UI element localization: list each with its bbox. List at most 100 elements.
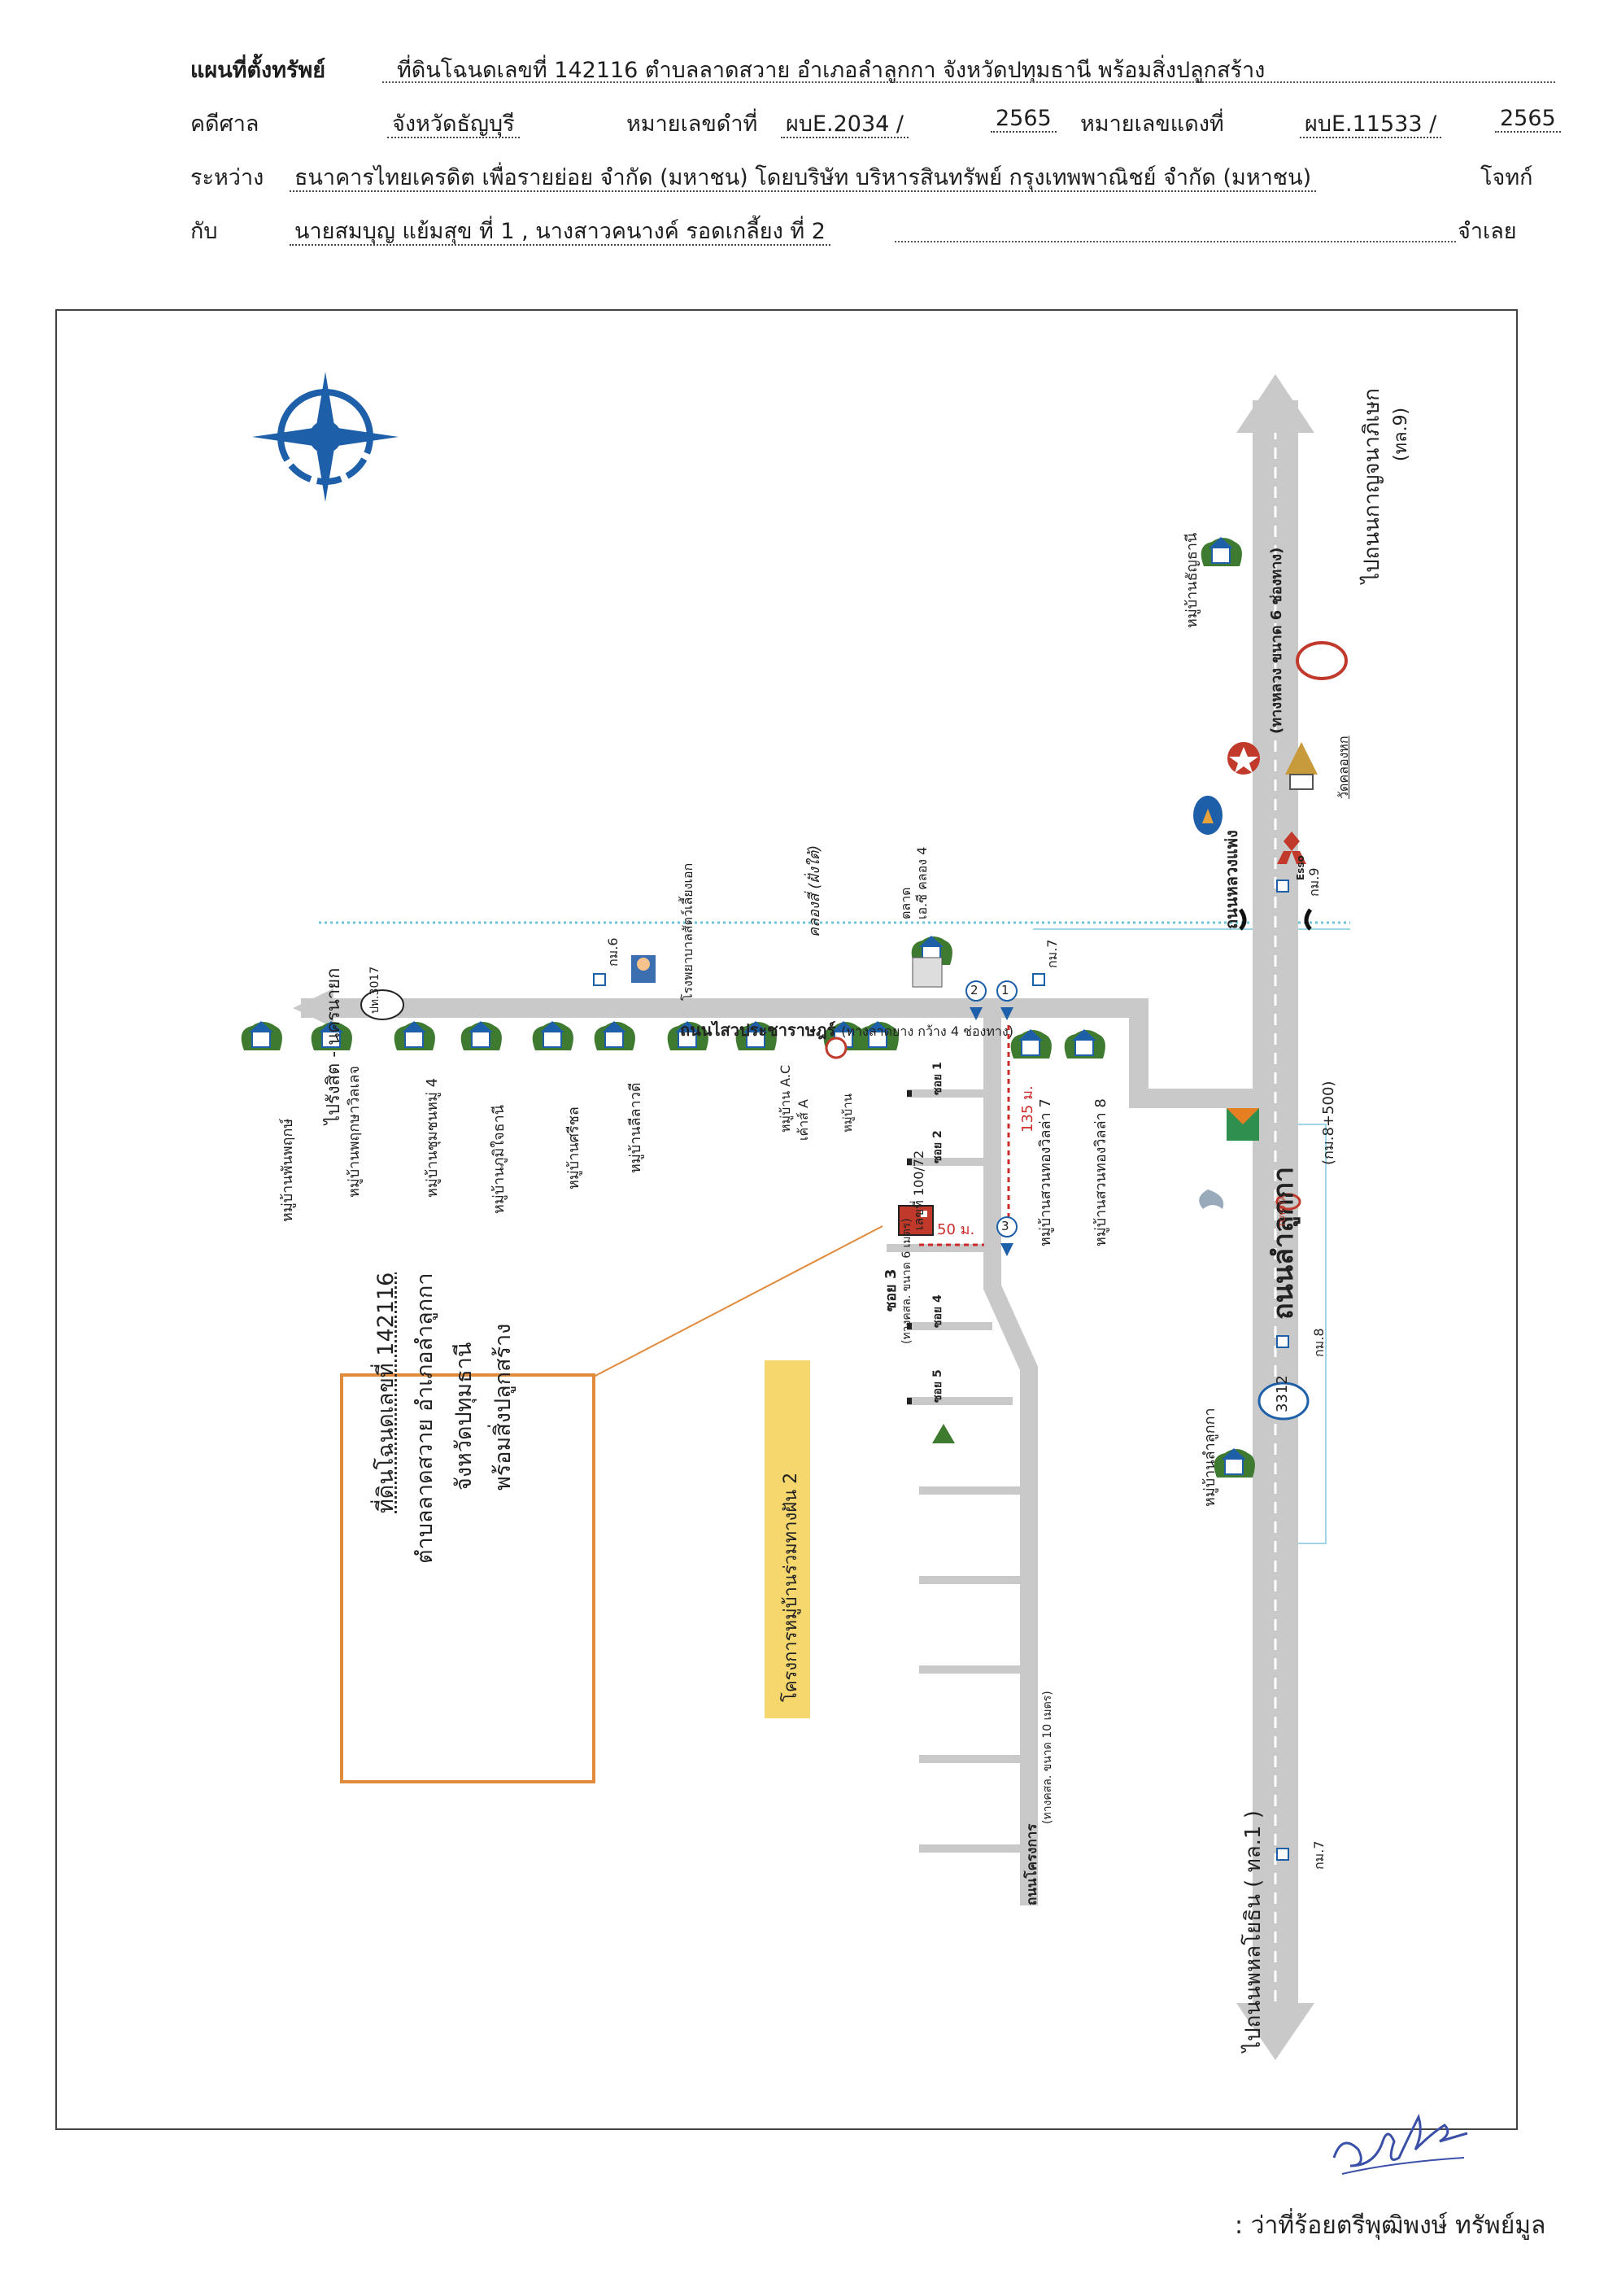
km-marker-9 [1276,880,1289,893]
soi-label-1: ซอย 1 [931,1062,944,1095]
defendant-role: จำเลย [1458,219,1517,244]
label-main-road-spec: (ทางหลวง ขนาด 6 ช่องทาง) [1268,547,1285,734]
red-case-year: 2565 [1495,106,1561,133]
label-lat-road: ถนนหลวงแพ่ง [1222,830,1241,929]
label-to-north: ไปถนนกาญจนาภิเษก [1360,388,1384,583]
label-crossroad: ถนนไสวประชาราษฎร์ (ทางลาดยาง กว้าง 4 ช่อ… [680,1020,1013,1040]
village-label-west-5: หมู่บ้านศรีชล [565,1107,582,1189]
village-label-west-6: หมู่บ้านลีลาวดี [627,1082,644,1173]
route-3017-shield [360,989,404,1020]
label-soi-spec: (ทางคสล. ขนาด 6 เมตร) [900,1218,913,1344]
village-icon-west-1 [241,1021,282,1050]
label-dist-50: 50 ม. [937,1221,975,1238]
km-label-3: กม.7 [1311,1840,1327,1870]
village-icon-west-3 [394,1021,435,1050]
soi-stubs [907,1090,912,1404]
soi-label-5: ซอย 5 [931,1369,944,1403]
label-canal: คลองสี่ (ฝั่งใต้) [806,845,823,937]
km-label-5: กม.7 [1044,939,1060,969]
label-inner-road-spec: (ทางคสล. ขนาด 10 เมตร) [1041,1691,1054,1824]
km-label-2: กม.8 [1311,1328,1327,1358]
header-title-label: แผนที่ตั้งทรัพย์ [190,58,326,83]
defendants: นายสมบุญ แย้มสุข ที่ 1 , นางสาวคนางค์ รอ… [290,213,830,248]
village-icon-south [1214,1448,1255,1478]
fuel-logos [1193,641,1348,835]
soi-label-2: ซอย 2 [931,1130,944,1163]
court-label: คดีศาล [190,111,259,137]
between-label: ระหว่าง [190,165,264,190]
plaintiff: ธนาคารไทยเครดิต เพื่อรายย่อย จำกัด (มหาช… [290,159,1317,194]
km-label-1: กม.9 [1306,867,1322,897]
esso-logo [1296,641,1348,680]
village-icon-west-10 [857,1021,899,1050]
village-label-west-1: หมู่บ้านพันพฤกษ์ [279,1118,296,1222]
village-label-west-8: เค้าส์ A [795,1099,811,1141]
point-1: 1 [1001,983,1009,997]
village-icon-west-6 [594,1021,635,1050]
km-marker-7-south [1276,1848,1289,1861]
label-inner-road: ถนนโครงการ [1024,1823,1040,1905]
point-2: 2 [970,983,978,997]
black-case-value: ผบE.2034 / [781,106,909,141]
village-label-north: หมู่บ้านธัญธานี [1183,532,1201,628]
label-market-2: เอ.ซี คลอง 4 [914,846,930,919]
cross-road [301,998,1253,1108]
bridge-left [1238,908,1247,931]
point-markers [965,980,1018,1256]
callout-leader [593,1225,883,1377]
km-marker-7 [1032,973,1045,986]
compass [252,372,399,502]
label-hospital: โรงพยาบาลสัตว์เลี้ยงเอก [680,862,695,1001]
with-label: กับ [190,219,218,244]
label-project: โครงการหมู่บ้านร่วมทางฝัน 2 [781,1472,801,1702]
black-case-label: หมายเลขดำที่ [626,111,758,137]
market-icon [912,957,943,988]
callout-line-3: จังหวัดปทุมธานี [451,1342,477,1491]
west-arrow-head [293,989,333,1028]
black-case-year: 2565 [991,106,1057,133]
bridge-right [1304,908,1313,931]
checkpoint-icon [825,1037,848,1059]
callout-line-2: ตำบลลาดสวาย อำเภอลำลูกกา [412,1272,438,1564]
label-toyota: TOYOTA [1279,1194,1288,1227]
signature-image [1332,2113,1468,2175]
plaintiff-role: โจทก์ [1480,165,1533,190]
label-to-south: ไปถนนพหลโยธิน ( ทล.1 ) [1241,1810,1266,2052]
header-title-value: ที่ดินโฉนดเลขที่ 142116 ตำบลลาดสวาย อำเภ… [397,58,1266,83]
callout-box [340,1373,595,1783]
red-case-value: ผบE.11533 / [1300,106,1442,141]
label-village-sign: หมู่บ้าน [840,1093,855,1133]
court-value: จังหวัดธัญบุรี [387,106,520,141]
project-label-box [765,1360,810,1718]
village-icon-west-2 [311,1021,352,1050]
mitsubishi-logo [1277,832,1306,864]
village-icon-west-4 [460,1021,502,1050]
temple-icon [1285,742,1318,790]
point-3: 3 [1001,1219,1009,1233]
location-map: ไปถนนกาญจนาภิเษก (ทล.9) ถนนลำลูกกา (ทางห… [55,309,1518,2130]
village-icon-west-8 [735,1021,777,1050]
village-icon-west-5 [532,1021,573,1050]
toyota-logo [1275,1193,1301,1211]
label-main-road: ถนนลำลูกกา [1267,1166,1300,1320]
village-label-west-3: หมู่บ้านชุมชนหมู่ 4 [424,1077,441,1198]
km-marker-6 [593,973,606,986]
callout-line-1: ที่ดินโฉนดเลขที่ 142116 [373,1272,399,1513]
south-arrow-head [1236,2003,1314,2060]
village-label-west-4: หมู่บ้านภูมิใจธานี [490,1104,508,1214]
red-case-label: หมายเลขแดงที่ [1080,111,1224,137]
village-icon-east-1 [1010,1029,1052,1059]
label-route-3017: ปท.3017 [368,966,381,1014]
north-arrow-head [1236,374,1314,433]
landmark-icon-small [1199,1189,1224,1209]
km-marker-8 [1276,1335,1289,1348]
village-icon-west-7 [667,1021,708,1050]
boundary-line-south [1277,1124,1327,1544]
soi-label-4: ซอย 4 [931,1294,944,1328]
village-label-east-2: หมู่บ้านสวนทองวิลล่า 8 [1092,1098,1109,1246]
callout-line-4: พร้อมสิ่งปลูกสร้าง [490,1323,516,1491]
signer-name: : ว่าที่ร้อยตรีพุฒิพงษ์ ทรัพย์มูล [1235,2211,1546,2240]
highway-shield [1257,1382,1310,1421]
label-to-north-code: (ทล.9) [1391,407,1411,461]
label-highway-number: 3312 [1274,1375,1291,1412]
